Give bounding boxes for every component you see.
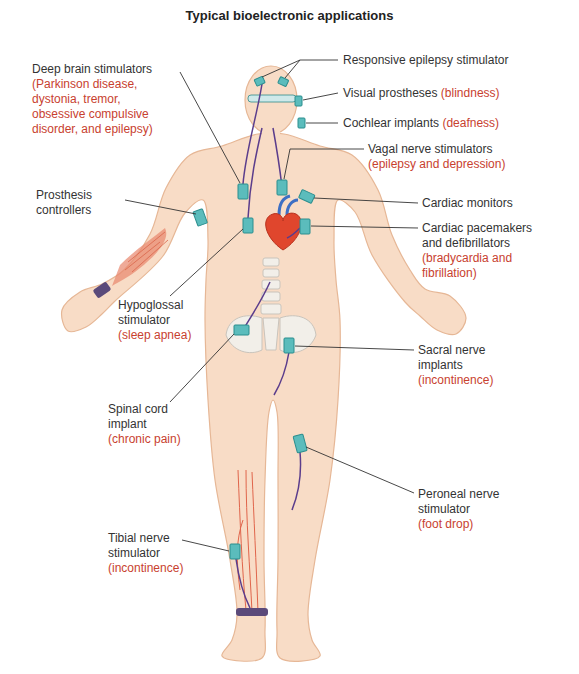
device-name: Peroneal nerve stimulator xyxy=(418,487,518,517)
vertebra xyxy=(262,280,280,289)
leader-line xyxy=(311,226,418,228)
diagram-title: Typical bioelectronic applications xyxy=(0,8,579,23)
heart-vessels xyxy=(279,196,298,215)
device-label: Spinal cord implant(chronic pain) xyxy=(108,402,198,447)
device xyxy=(230,544,240,559)
leader-line xyxy=(306,447,414,493)
device-label: Visual prostheses(blindness) xyxy=(343,86,543,101)
arm-muscle xyxy=(112,228,166,286)
condition-text: (deafness) xyxy=(442,116,499,130)
device xyxy=(243,218,253,233)
leader-line xyxy=(182,540,229,551)
condition-text: (sleep apnea) xyxy=(118,328,200,343)
device-name: Sacral nerve implants xyxy=(418,343,508,373)
vertebra xyxy=(261,304,281,314)
device xyxy=(298,118,305,128)
lead-wire xyxy=(292,452,301,510)
vertebra xyxy=(263,269,279,277)
device-name: Cochlear implants xyxy=(343,116,439,130)
device-name: Tibial nerve stimulator xyxy=(108,531,193,561)
leader-line xyxy=(125,200,196,214)
wrist-band xyxy=(93,281,112,298)
leader-line xyxy=(180,72,240,183)
device-label: Cardiac pacemakers and defibrillators(br… xyxy=(422,221,542,281)
condition-text: (incontinence) xyxy=(418,373,508,388)
pelvis xyxy=(226,316,316,353)
spine xyxy=(261,258,281,314)
lead-wire xyxy=(287,228,300,238)
device-label: Sacral nerve implants(incontinence) xyxy=(418,343,508,388)
condition-text: (blindness) xyxy=(441,86,500,100)
device xyxy=(277,180,287,195)
condition-text: (bradycardia and fibrillation) xyxy=(422,251,542,281)
device-name: Hypoglossal stimulator xyxy=(118,298,200,328)
device-label: Cochlear implants(deafness) xyxy=(343,116,543,131)
device xyxy=(254,76,265,86)
device xyxy=(278,77,289,87)
device-name: Prosthesis controllers xyxy=(36,188,92,217)
device-label: Hypoglossal stimulator(sleep apnea) xyxy=(118,298,200,343)
condition-text: (epilepsy and depression) xyxy=(368,157,568,172)
leader-line xyxy=(170,229,243,296)
device xyxy=(300,219,310,234)
device-label: Vagal nerve stimulators(epilepsy and dep… xyxy=(368,142,568,172)
device xyxy=(293,434,307,453)
lead-wire xyxy=(243,84,262,184)
device-name: Responsive epilepsy stimulator xyxy=(343,53,508,67)
condition-text: (incontinence) xyxy=(108,561,193,576)
leader-line xyxy=(303,93,338,100)
device-name: Deep brain stimulators xyxy=(32,62,172,77)
device-label: Peroneal nerve stimulator(foot drop) xyxy=(418,487,518,532)
device-label: Responsive epilepsy stimulator xyxy=(343,53,543,68)
condition-text: (Parkinson disease, dystonia, tremor, ob… xyxy=(32,77,172,137)
lead-wire xyxy=(236,559,250,608)
leader-line xyxy=(284,149,364,179)
device-label: Deep brain stimulators(Parkinson disease… xyxy=(32,62,172,137)
leader-line xyxy=(306,123,338,124)
device-label: Cardiac monitors xyxy=(422,196,562,211)
neck xyxy=(262,128,280,140)
device-name: Cardiac monitors xyxy=(422,196,513,210)
visual-goggles xyxy=(248,95,296,102)
device xyxy=(284,338,294,353)
leg-nerves xyxy=(237,470,258,612)
device xyxy=(238,184,248,199)
lead-wire xyxy=(248,128,262,218)
device xyxy=(234,325,249,335)
device xyxy=(299,189,315,203)
leader-line xyxy=(295,346,414,350)
device xyxy=(295,96,302,106)
body-silhouette xyxy=(62,133,466,661)
leader-line xyxy=(262,60,338,78)
device-label: Prosthesis controllers xyxy=(36,188,118,218)
condition-text: (chronic pain) xyxy=(108,432,198,447)
device-leads xyxy=(236,84,301,608)
lead-wire xyxy=(274,352,289,395)
device-name: Vagal nerve stimulators xyxy=(368,142,568,157)
device-name: Cardiac pacemakers and defibrillators xyxy=(422,221,542,251)
condition-text: (foot drop) xyxy=(418,517,518,532)
device-name: Visual prostheses xyxy=(343,86,438,100)
leader-line xyxy=(314,198,418,203)
leader-line xyxy=(170,334,234,402)
arm-muscle-fibres xyxy=(125,232,168,272)
device-label: Tibial nerve stimulator(incontinence) xyxy=(108,531,193,576)
device xyxy=(193,209,208,227)
lead-wire xyxy=(273,128,282,187)
lead-wire xyxy=(243,282,270,330)
head xyxy=(245,66,297,134)
device-name: Spinal cord implant xyxy=(108,402,198,432)
heart xyxy=(266,213,302,250)
ankle-band xyxy=(236,608,268,616)
vertebra xyxy=(263,258,279,266)
